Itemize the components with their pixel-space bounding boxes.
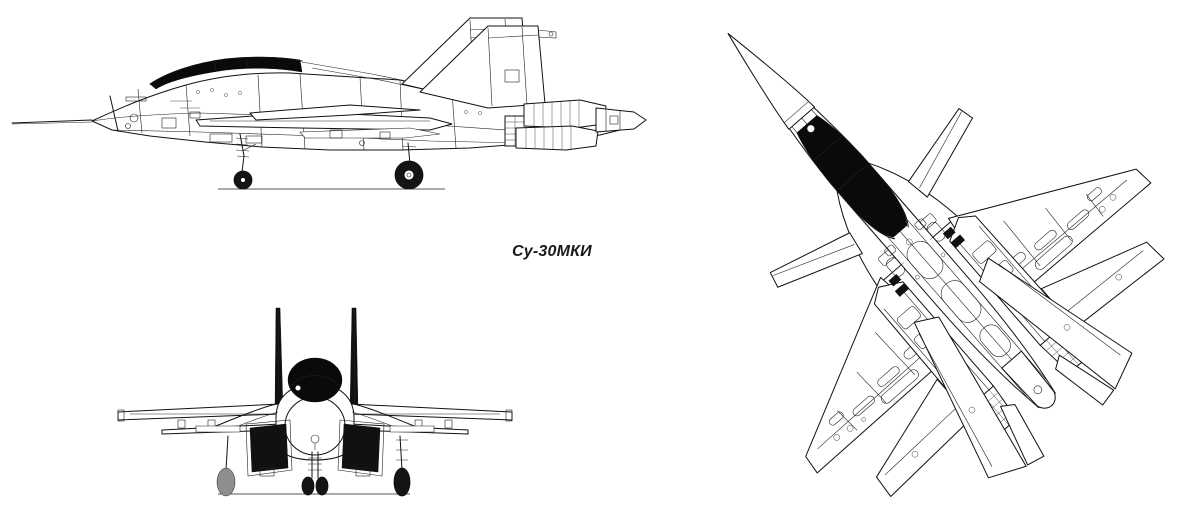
- top-canard-left: [769, 232, 863, 288]
- front-fuselage-center: [275, 383, 355, 461]
- nose-landing-gear: [233, 133, 257, 190]
- top-view-rotated-group: [727, 33, 1165, 497]
- canopy-glazing: [149, 56, 303, 90]
- engine-nozzle-lower: [515, 125, 599, 151]
- front-underwing-stores: [195, 425, 435, 433]
- vertical-stabilizer-near: [419, 25, 557, 109]
- engine-nozzle-upper: [523, 99, 607, 129]
- wing-and-canard: [195, 104, 453, 139]
- top-tail-boom: [1001, 350, 1056, 409]
- side-panel-details: [125, 88, 482, 146]
- figure-caption: Су-30МКИ: [512, 243, 592, 260]
- top-radome: [727, 33, 815, 130]
- tail-boom: [595, 107, 647, 133]
- front-intake-right: [337, 419, 385, 477]
- aircraft-side-view: [0, 0, 660, 210]
- top-canard-right: [908, 108, 973, 198]
- top-ventral-fins: [1000, 354, 1115, 466]
- front-canopy-glazing: [287, 357, 343, 403]
- front-main-gear-right: [393, 435, 411, 497]
- front-vertical-stabilizers: [274, 307, 359, 411]
- front-intake-left: [245, 419, 293, 477]
- top-vertical-stab-left: [913, 316, 1027, 479]
- top-vertical-stab-right: [978, 257, 1133, 390]
- aircraft-front-view: [100, 300, 530, 523]
- front-main-gear-left: [216, 435, 236, 497]
- main-landing-gear: [394, 142, 424, 190]
- top-dorsal-panels: [884, 218, 1011, 357]
- front-nose-landing-gear: [301, 451, 329, 496]
- nose-pitot-probe-icon: [11, 119, 93, 125]
- aircraft-top-view: [650, 0, 1200, 523]
- top-forward-details: [878, 213, 966, 297]
